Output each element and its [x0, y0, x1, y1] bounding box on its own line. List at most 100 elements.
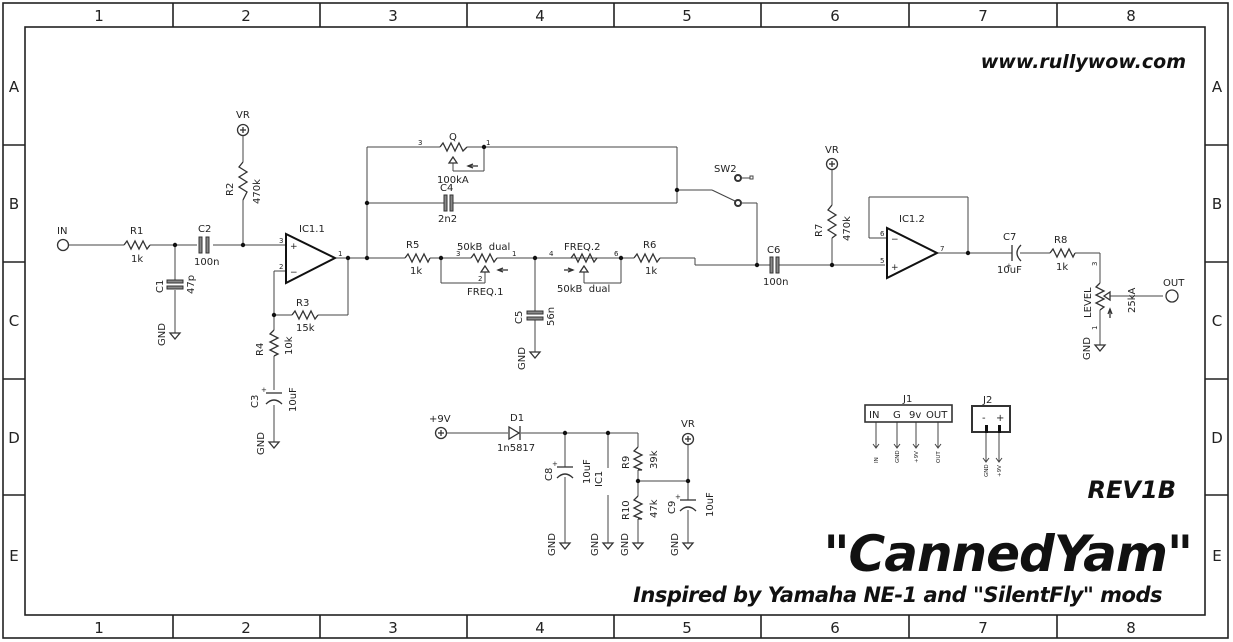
svg-text:−: −	[290, 268, 298, 278]
resistor-r5	[404, 252, 431, 264]
net-label-gnd: GND	[517, 347, 528, 370]
resistor-r10	[632, 495, 644, 520]
ref-c8: C8	[544, 468, 555, 481]
ref-r3: R3	[296, 298, 309, 309]
column-label: 1	[94, 619, 104, 637]
column-label: 3	[388, 7, 398, 25]
pin-number: 3	[279, 237, 283, 245]
ref-c6: C6	[767, 245, 780, 256]
j1-pin-in: IN	[869, 410, 879, 421]
connector-j2	[971, 405, 1011, 433]
resistor-r4	[268, 329, 280, 357]
svg-text:−: −	[891, 235, 899, 245]
pin-number: 3	[456, 250, 460, 258]
ref-c4: C4	[440, 183, 453, 194]
value-q: 100kA	[437, 175, 469, 186]
j1-net-in: IN	[874, 457, 880, 463]
pin-number: 1	[512, 250, 516, 258]
ref-r8: R8	[1054, 235, 1067, 246]
ref-r1: R1	[130, 226, 143, 237]
ref-ic1-1: IC1.1	[299, 224, 325, 235]
row-label: D	[1211, 429, 1223, 447]
value-d1: 1n5817	[497, 443, 535, 454]
pin-number: 3	[418, 139, 422, 147]
wires	[69, 136, 1163, 543]
connector-arrows	[872, 443, 1003, 463]
column-label: 7	[978, 7, 988, 25]
j1-pin-out: OUT	[926, 410, 948, 421]
svg-text:+: +	[1006, 262, 1012, 270]
net-label-vr: VR	[236, 110, 250, 121]
website-text: www.rullywow.com	[981, 51, 1186, 73]
ground-symbols	[168, 332, 1107, 551]
ref-j1: J1	[902, 394, 912, 405]
capacitor-symbols: + + + +	[166, 194, 1022, 512]
junction-dots	[172, 144, 971, 484]
ref-ic1-2: IC1.2	[899, 214, 925, 225]
ref-c3: C3	[250, 395, 261, 408]
svg-text:+: +	[290, 242, 298, 252]
value-r5: 1k	[410, 266, 422, 277]
j2-pin-icon	[985, 425, 988, 433]
row-label: A	[1212, 78, 1223, 96]
j1-net-9v: +9V	[914, 451, 920, 463]
column-label: 8	[1126, 7, 1136, 25]
pot-freq2	[570, 252, 598, 264]
ref-freq2: FREQ.2	[564, 242, 600, 253]
ref-freq1: FREQ.1	[467, 287, 503, 298]
j2-net-9v: +9V	[997, 465, 1003, 477]
column-label: 8	[1126, 619, 1136, 637]
pin-number: 1	[486, 139, 490, 147]
svg-text:+: +	[891, 263, 899, 273]
resistor-r3	[291, 309, 319, 321]
row-label: B	[1212, 195, 1222, 213]
row-label: E	[9, 547, 18, 565]
net-label-gnd: GND	[590, 533, 601, 556]
net-label-in: IN	[57, 226, 67, 237]
value-r1: 1k	[131, 254, 143, 265]
capacitor-c5	[526, 310, 544, 315]
svg-text:+: +	[552, 460, 558, 468]
row-label: A	[9, 78, 20, 96]
capacitor-c4	[443, 194, 448, 212]
capacitor-c1	[166, 279, 184, 284]
capacitor-c8	[556, 473, 574, 479]
capacitor-c9	[679, 506, 697, 512]
value-r2: 470k	[252, 179, 263, 204]
resistor-r8	[1049, 247, 1076, 259]
pin-number: 2	[478, 275, 482, 283]
value-freq2: 50kB dual	[557, 284, 610, 295]
ref-q: Q	[449, 132, 457, 143]
value-c6: 100n	[763, 277, 788, 288]
connector-j1	[864, 404, 953, 423]
value-c2: 100n	[194, 257, 219, 268]
ref-sw2: SW2	[714, 164, 737, 175]
ref-r10: R10	[621, 500, 632, 520]
net-label-vr: VR	[681, 419, 695, 430]
column-label: 6	[830, 7, 840, 25]
net-label-9v: +9V	[429, 414, 451, 425]
pot-level	[1094, 282, 1106, 311]
value-r6: 1k	[645, 266, 657, 277]
j2-pin-plus: +	[996, 413, 1004, 424]
ref-c7: C7	[1003, 232, 1016, 243]
pin-number: 6	[880, 230, 885, 238]
net-label-gnd: GND	[670, 533, 681, 556]
value-c3: 10uF	[288, 387, 299, 412]
pot-freq1	[470, 252, 498, 264]
ref-c1: C1	[155, 280, 166, 293]
switch-pin-icon	[749, 175, 754, 180]
row-label: D	[8, 429, 20, 447]
ref-d1: D1	[510, 413, 524, 424]
value-r7: 470k	[842, 216, 853, 241]
vr-power-symbols	[236, 123, 839, 446]
net-label-gnd: GND	[157, 323, 168, 346]
input-terminal	[56, 238, 70, 252]
svg-text:+: +	[261, 386, 267, 394]
net-label-out: OUT	[1163, 278, 1185, 289]
value-r10: 47k	[649, 499, 660, 518]
ref-c2: C2	[198, 224, 211, 235]
net-label-gnd: GND	[256, 432, 267, 455]
